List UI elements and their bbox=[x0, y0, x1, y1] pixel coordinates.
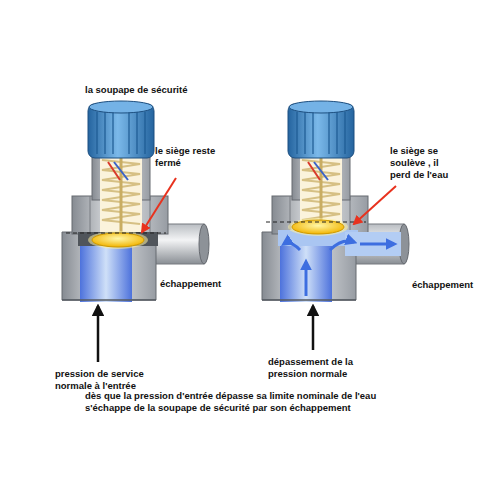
valve-closed bbox=[62, 101, 209, 302]
callout-label: échappement bbox=[160, 278, 240, 290]
callout-label: dépassement de la pression normale bbox=[268, 356, 380, 380]
valve-open bbox=[262, 101, 409, 302]
diagram-title: la soupape de sécurité bbox=[85, 84, 305, 96]
caption-note: dès que la pression d'entrée dépasse sa … bbox=[85, 390, 377, 414]
callout-label: le siège reste fermé bbox=[155, 145, 235, 169]
callout-label: pression de service normale à l'entrée bbox=[55, 368, 167, 392]
callout-label: le siège se soulève , il perd de l'eau bbox=[390, 145, 458, 181]
callout-label: échappement bbox=[412, 279, 492, 291]
